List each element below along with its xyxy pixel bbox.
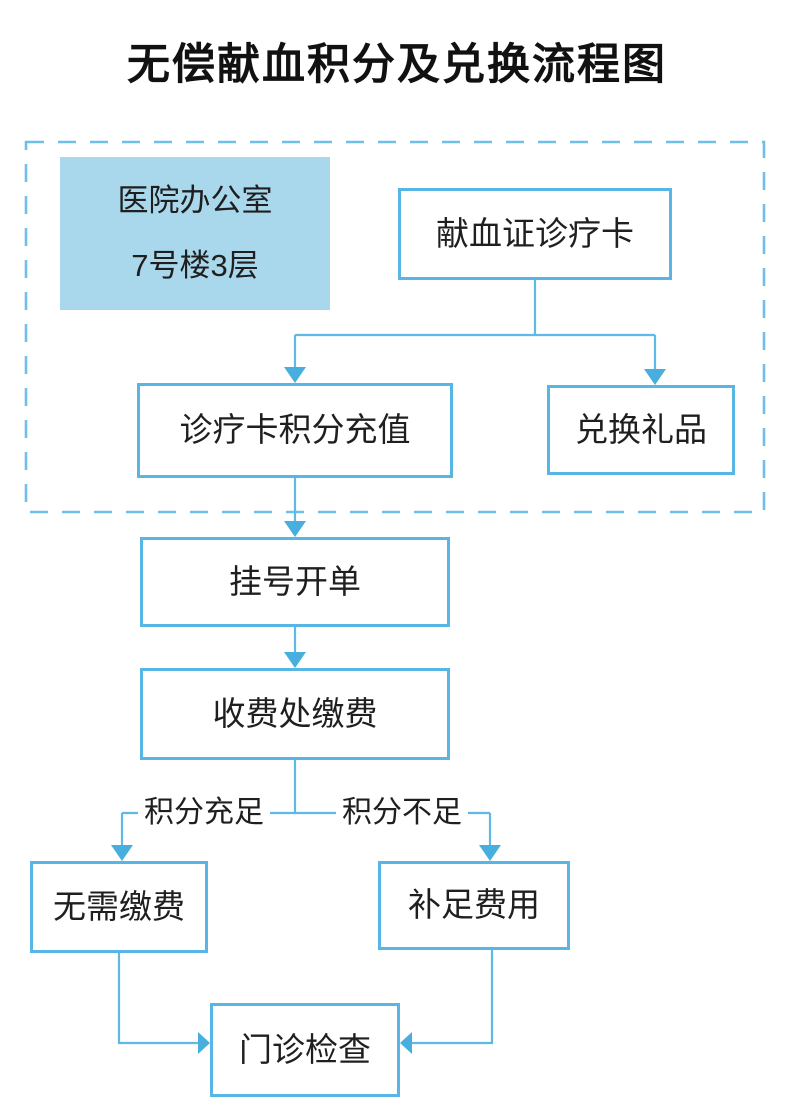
connector-no-pay-to-clinic	[117, 953, 199, 1045]
arrowhead-right-into-clinic	[400, 1032, 412, 1054]
node-label: 收费处缴费	[212, 694, 378, 732]
node-topup-fee: 补足费用	[378, 861, 570, 950]
dashed-group-border	[24, 140, 766, 514]
node-label: 兑换礼品	[575, 410, 707, 448]
node-donation-card: 献血证诊疗卡	[398, 188, 672, 280]
office-line1: 医院办公室	[117, 183, 273, 219]
arrowhead-left-into-clinic	[198, 1032, 210, 1054]
arrowhead-to-pay	[284, 652, 306, 668]
edge-label-points-sufficient: 积分充足	[138, 794, 270, 832]
node-hospital-office: 医院办公室 7号楼3层	[60, 157, 330, 310]
arrowhead-to-register	[284, 521, 306, 537]
node-outpatient-exam: 门诊检查	[210, 1003, 400, 1097]
node-no-payment: 无需缴费	[30, 861, 208, 953]
node-label: 补足费用	[408, 886, 540, 924]
arrowhead-to-recharge	[284, 367, 306, 383]
edge-label-points-insufficient: 积分不足	[336, 794, 468, 832]
office-line2: 7号楼3层	[131, 247, 259, 283]
node-registration: 挂号开单	[140, 537, 450, 627]
node-payment-office: 收费处缴费	[140, 668, 450, 760]
connector-topup-to-clinic	[411, 950, 494, 1045]
arrowhead-to-gift	[644, 369, 666, 385]
node-label: 无需缴费	[53, 887, 185, 925]
page-title: 无偿献血积分及兑换流程图	[127, 42, 667, 89]
arrowhead-to-topup	[479, 845, 501, 861]
node-label: 挂号开单	[229, 562, 361, 600]
node-label: 诊疗卡积分充值	[179, 411, 411, 449]
node-label: 献血证诊疗卡	[436, 214, 634, 252]
node-card-points-recharge: 诊疗卡积分充值	[137, 383, 453, 478]
arrowhead-to-no-pay	[111, 845, 133, 861]
node-label: 门诊检查	[239, 1030, 371, 1068]
node-exchange-gift: 兑换礼品	[547, 385, 735, 475]
